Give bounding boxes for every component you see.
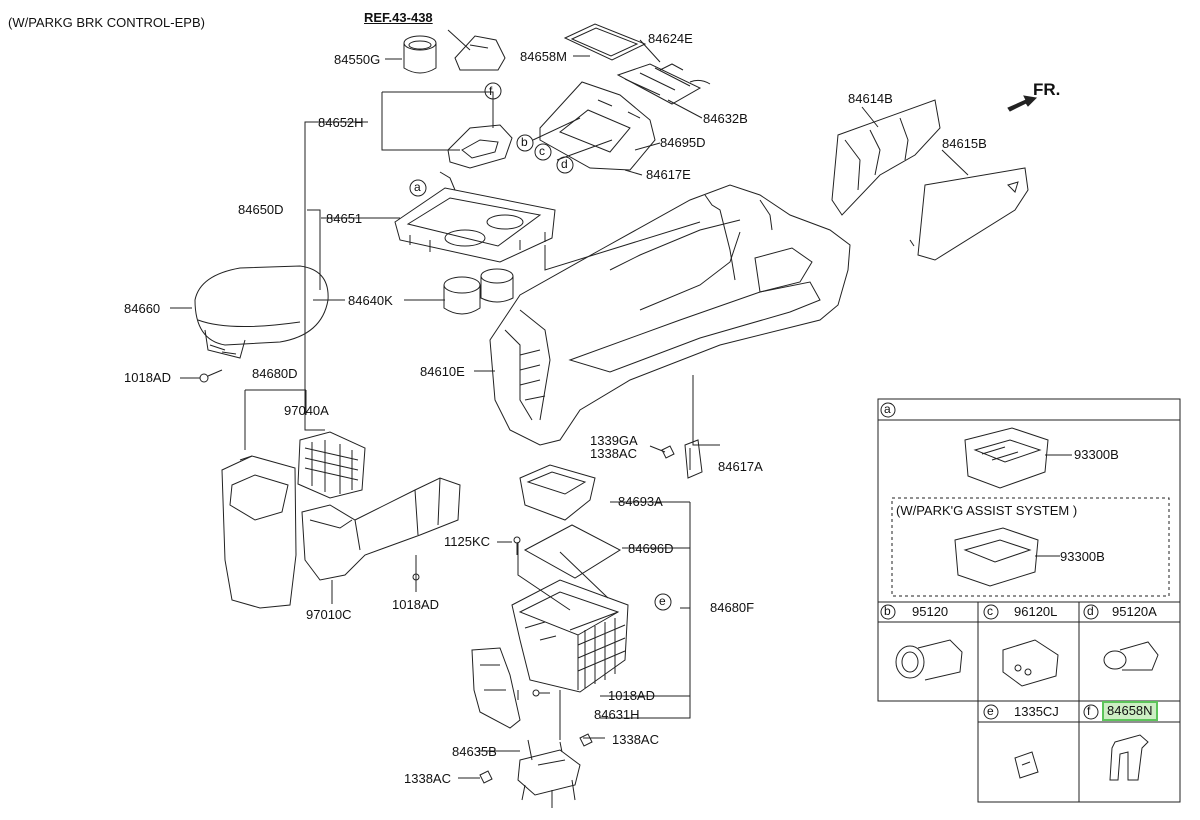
ref-link[interactable]: REF.43-438: [364, 10, 433, 25]
cup-holder-84640K: [443, 268, 514, 315]
inset-letter-c: c: [987, 604, 993, 618]
inset-socket-d: [1103, 641, 1159, 671]
callout-84651[interactable]: 84651: [326, 211, 363, 226]
rear-vent-97040A: [297, 431, 366, 499]
inset-block-c: [1002, 639, 1059, 687]
cup-holder-insert: [403, 35, 437, 74]
callout-84624E[interactable]: 84624E: [648, 31, 693, 46]
inset-letter-f: f: [1087, 704, 1091, 718]
inset-letter-a: a: [884, 402, 891, 416]
inset-table: [877, 398, 1181, 803]
leader-lines: [170, 29, 969, 779]
callout-1018AD-duct[interactable]: 1018AD: [392, 597, 439, 612]
callout-84614B[interactable]: 84614B: [848, 91, 893, 106]
callout-1018AD-armrest[interactable]: 1018AD: [124, 370, 171, 385]
bracket-84631H: [471, 647, 521, 729]
inset-letter-b: b: [884, 604, 891, 618]
tray-mat: [563, 23, 647, 61]
callout-84660[interactable]: 84660: [124, 301, 161, 316]
callout-84617A[interactable]: 84617A: [718, 459, 763, 474]
ref-letter-e: e: [659, 594, 666, 608]
inset-part-e[interactable]: 1335CJ: [1014, 704, 1059, 719]
callout-84617E[interactable]: 84617E: [646, 167, 691, 182]
inset-letter-e: e: [987, 704, 994, 718]
callout-84695D[interactable]: 84695D: [660, 135, 706, 150]
callout-84652H[interactable]: 84652H: [318, 115, 364, 130]
callout-84631H[interactable]: 84631H: [594, 707, 640, 722]
bracket-84635B: [517, 739, 581, 808]
inset-part-d[interactable]: 95120A: [1112, 604, 1157, 619]
callout-97040A[interactable]: 97040A: [284, 403, 329, 418]
console-tray-84651: [394, 187, 556, 263]
callout-84693A[interactable]: 84693A: [618, 494, 663, 509]
side-panel-84615B: [909, 167, 1029, 261]
bolt-1125KC: [513, 536, 521, 555]
ref-letter-a: a: [414, 180, 421, 194]
inset-part-b[interactable]: 95120: [912, 604, 949, 619]
ref-letter-c: c: [539, 144, 545, 158]
callout-84615B[interactable]: 84615B: [942, 136, 987, 151]
callout-1338AC-right[interactable]: 1338AC: [612, 732, 659, 747]
storage-box-84680F: [511, 579, 629, 693]
screw-1018AD: [199, 369, 223, 383]
duct-97010C: [301, 477, 461, 581]
bracket-84617A: [684, 439, 703, 479]
upper-cover: [539, 81, 656, 171]
callout-1339GA[interactable]: 1339GA: [590, 433, 638, 448]
callout-84640K[interactable]: 84640K: [348, 293, 393, 308]
side-cover-84614B: [831, 99, 941, 216]
shift-bezel: [439, 124, 513, 191]
callout-1125KC[interactable]: 1125KC: [444, 534, 491, 549]
inset-part-f-highlighted[interactable]: 84658N: [1102, 701, 1158, 721]
callout-84550G[interactable]: 84550G: [334, 52, 381, 67]
nut-1338AC-a: [661, 445, 675, 459]
callout-84635B[interactable]: 84635B: [452, 744, 497, 759]
callout-84680F[interactable]: 84680F: [710, 600, 755, 615]
callout-84658M[interactable]: 84658M: [520, 49, 567, 64]
nut-1338AC-b: [579, 733, 593, 747]
nut-1338AC-c: [479, 770, 493, 784]
inset-part-c[interactable]: 96120L: [1014, 604, 1058, 619]
callout-84696D[interactable]: 84696D: [628, 541, 674, 556]
ref-letter-b: b: [521, 135, 528, 149]
callout-97010C[interactable]: 97010C: [306, 607, 352, 622]
switch-panel: [616, 63, 711, 105]
mat-84696D: [523, 524, 622, 579]
callout-84650D[interactable]: 84650D: [238, 202, 284, 217]
inset-assist-title: (W/PARK'G ASSIST SYSTEM ): [896, 503, 1078, 518]
diagram-note: (W/PARKG BRK CONTROL-EPB): [8, 15, 205, 30]
inset-socket-b: [895, 639, 963, 681]
inset-clip-f: [1109, 734, 1149, 781]
callout-1018AD-box[interactable]: 1018AD: [608, 688, 655, 703]
shifter-boot: [454, 35, 506, 71]
inset-letter-d: d: [1087, 604, 1094, 618]
inset-switch-a: [964, 427, 1072, 489]
callout-1338AC-lower[interactable]: 1338AC: [404, 771, 451, 786]
fr-arrow: [1007, 95, 1038, 112]
bolt-1018AD-c: [532, 689, 550, 697]
bolt-1018AD-b: [412, 555, 420, 581]
inset-switch-assist: [954, 527, 1060, 587]
front-direction-label: FR.: [1033, 80, 1061, 99]
inset-part-a[interactable]: 93300B: [1074, 447, 1119, 462]
inset-clip-e: [1014, 751, 1039, 779]
callout-84632B[interactable]: 84632B: [703, 111, 748, 126]
ref-letter-d: d: [561, 157, 568, 171]
callout-1338AC-upper[interactable]: 1338AC: [590, 446, 637, 461]
callout-84680D[interactable]: 84680D: [252, 366, 298, 381]
main-console-84610E: [489, 184, 851, 446]
tray-84693A: [519, 464, 596, 521]
letter-circles: [409, 82, 672, 611]
callout-84610E[interactable]: 84610E: [420, 364, 465, 379]
armrest-84660: [194, 265, 329, 359]
inset-part-assist[interactable]: 93300B: [1060, 549, 1105, 564]
ref-letter-f: f: [489, 84, 493, 98]
rear-cover-84680D: [221, 455, 297, 609]
